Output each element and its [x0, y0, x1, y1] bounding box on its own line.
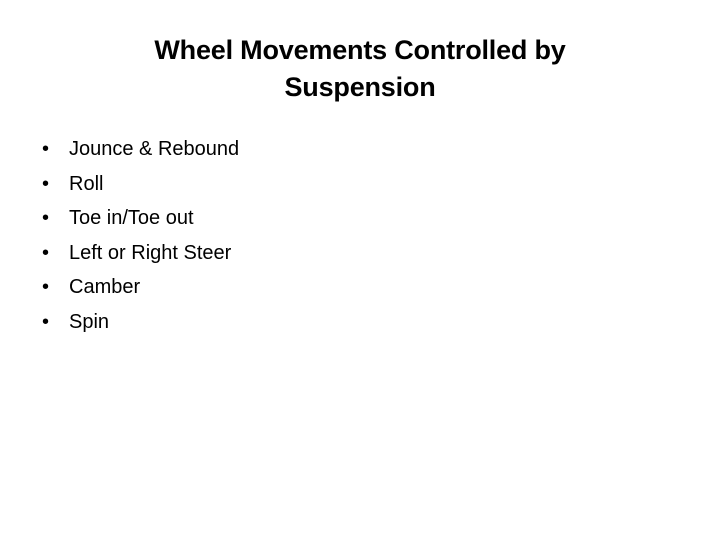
list-item-label: Roll: [69, 172, 104, 195]
page-title-line-1: Wheel Movements Controlled by: [154, 35, 566, 65]
bullet-point-icon: •: [42, 310, 50, 333]
list-item-label: Spin: [69, 310, 110, 333]
page-title: Wheel Movements Controlled by Suspension: [60, 32, 660, 106]
page-title-line-2: Suspension: [284, 72, 436, 102]
wheel-movements-list: • Jounce & Rebound • Roll • Toe in/Toe o…: [0, 132, 660, 339]
list-item: • Jounce & Rebound: [0, 132, 660, 167]
list-item: • Left or Right Steer: [0, 236, 660, 271]
bullet-point-icon: •: [42, 207, 50, 229]
bullet-point-icon: •: [42, 138, 50, 160]
list-item-label: Toe in/Toe out: [69, 207, 194, 229]
bullet-point-icon: •: [42, 172, 50, 195]
list-item: • Roll: [0, 167, 660, 202]
list-item: • Toe in/Toe out: [0, 201, 660, 236]
list-item-label: Jounce & Rebound: [69, 138, 240, 160]
list-item-label: Left or Right Steer: [69, 241, 232, 264]
bullet-point-icon: •: [42, 241, 50, 264]
list-item: • Spin: [0, 305, 660, 340]
bullet-point-icon: •: [42, 276, 50, 298]
list-item-label: Camber: [69, 276, 141, 298]
list-item: • Camber: [0, 270, 660, 305]
